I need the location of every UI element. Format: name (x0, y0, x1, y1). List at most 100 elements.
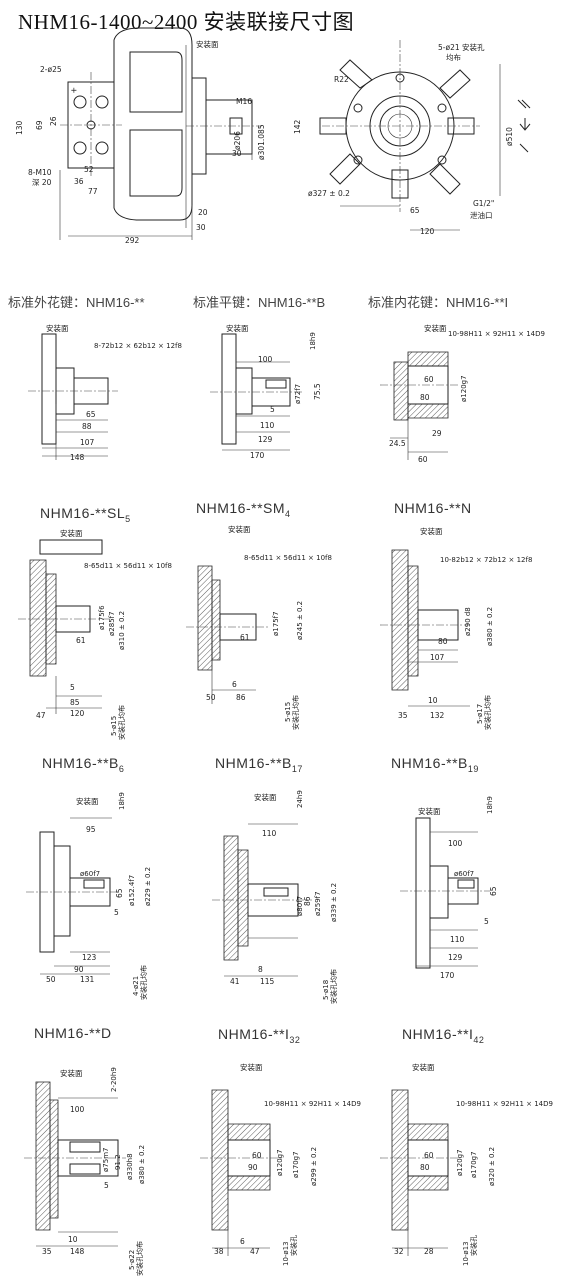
r3b-d339: ø339 ± 0.2 (330, 883, 338, 922)
r4a-d148: 148 (70, 1247, 85, 1256)
dim-69: 69 (35, 120, 44, 130)
r2a-d85: 85 (70, 698, 80, 707)
dim-120: 120 (420, 227, 435, 236)
view-label-b6: NHM16-**B6 (42, 755, 125, 774)
dim-30b: 30 (196, 223, 206, 232)
section-label-flat-key: 标准平键：NHM16-**B (193, 295, 326, 310)
view-flat-key (210, 333, 304, 451)
r2a-holes: 5-ø15 (110, 716, 118, 736)
r2a-d61: 61 (76, 636, 86, 645)
r2c-d380: ø380 ± 0.2 (486, 607, 494, 646)
r2a-d310: ø310 ± 0.2 (118, 611, 126, 650)
view-b17 (212, 823, 312, 977)
view-b6 (26, 817, 118, 975)
r1a-d88: 88 (82, 422, 92, 431)
label-drain: 泄油口 (470, 210, 493, 220)
view-label-i32: NHM16-**I32 (218, 1026, 301, 1045)
r1c-d29: 29 (432, 429, 442, 438)
r2b-holes2: 安装孔均布 (291, 695, 300, 730)
r4c-spec: 10-98H11 × 92H11 × 14D9 (456, 1100, 553, 1108)
label-holes: 5-ø21 安装孔 (438, 42, 485, 52)
view-d (24, 1081, 126, 1247)
r4a-d5: 5 (104, 1181, 109, 1190)
r2b-spec: 8-65d11 × 56d11 × 10f8 (244, 554, 332, 562)
r3b-holes2: 安装孔均布 (329, 969, 338, 1004)
r3b-d86: 86 (303, 896, 312, 906)
view-label-i42: NHM16-**I42 (402, 1026, 485, 1045)
r3a-d95: 95 (86, 825, 96, 834)
r4b-d120: ø120g7 (276, 1149, 284, 1176)
r4c-mount: 安装面 (412, 1062, 435, 1072)
view-b19 (400, 817, 490, 969)
r2b-d61: 61 (240, 633, 250, 642)
view-i32 (200, 1089, 282, 1256)
r4b-d299: ø299 ± 0.2 (310, 1147, 318, 1186)
r3a-d123: 123 (82, 953, 97, 962)
r2c-mount: 安装面 (420, 526, 443, 536)
r3c-d60: ø60f7 (454, 870, 474, 878)
r4b-mount: 安装面 (240, 1062, 263, 1072)
dim-206: ø206 (233, 131, 242, 150)
r2a-d47: 47 (36, 711, 46, 720)
r1b-d5: 5 (270, 405, 275, 414)
r2b-d175: ø175f7 (272, 611, 280, 636)
r1c-d60b: 60 (418, 455, 428, 464)
r2c-d80: 80 (438, 637, 448, 646)
r4a-mount: 安装面 (60, 1068, 83, 1078)
view-sm4 (186, 565, 268, 704)
r3a-holes: 4-ø21 (132, 976, 140, 996)
r4b-d38: 38 (214, 1247, 224, 1256)
r2c-d107: 107 (430, 653, 445, 662)
r2a-d120: 120 (70, 709, 85, 718)
r4c-d120: ø120g7 (456, 1149, 464, 1176)
dim-142: 142 (293, 119, 302, 134)
r2b-d50: 50 (206, 693, 216, 702)
dim-2phi25: 2-ø25 (40, 65, 62, 74)
r3a-d229: ø229 ± 0.2 (144, 867, 152, 906)
dim-130: 130 (15, 120, 24, 135)
r3a-mount: 安装面 (76, 796, 99, 806)
view-i42 (380, 1089, 460, 1256)
r2c-spec: 10-82b12 × 72b12 × 12f8 (440, 556, 532, 564)
r1a-d107: 107 (80, 438, 95, 447)
r1b-d110: 110 (260, 421, 275, 430)
r4a-holes: 5-ø22 (128, 1250, 136, 1270)
r4c-d28: 28 (424, 1247, 434, 1256)
r3c-mount: 安装面 (418, 806, 441, 816)
dim-deep20: 深 20 (32, 178, 52, 187)
r1a-spec: 8-72b12 × 62b12 × 12f8 (94, 342, 182, 350)
r2c-d132: 132 (430, 711, 445, 720)
r4a-d91: 91.2 (114, 1154, 122, 1170)
r3a-holes2: 安装孔均布 (139, 965, 148, 1000)
r3b-d259: ø259f7 (314, 891, 322, 916)
dim-292: 292 (125, 236, 140, 245)
r1a-d148: 148 (70, 453, 85, 462)
view-label-b19: NHM16-**B19 (391, 755, 479, 774)
dim-327: ø327 ± 0.2 (308, 189, 350, 198)
r2a-holes2: 安装孔均布 (117, 705, 126, 740)
r3a-d50: 50 (46, 975, 56, 984)
r3b-mount: 安装面 (254, 792, 277, 802)
view-sl5 (18, 539, 110, 714)
r3c-d170: 170 (440, 971, 455, 980)
r2b-holes: 5-ø15 (284, 702, 292, 722)
r2b-d86: 86 (236, 693, 246, 702)
dim-20: 20 (198, 208, 208, 217)
dim-26: 26 (49, 116, 58, 126)
r3a-d152: ø152.4f7 (128, 875, 136, 906)
r3b-key: 24h9 (296, 790, 304, 808)
r4b-d170: ø170g7 (292, 1151, 300, 1178)
r1c-d80: 80 (420, 393, 430, 402)
r3a-d5: 5 (114, 908, 119, 917)
dim-52: 52 (84, 165, 94, 174)
r3b-d115: 115 (260, 977, 275, 986)
r3a-d65: 65 (115, 888, 124, 898)
r4a-holes2: 安装孔均布 (135, 1241, 144, 1276)
r4a-d330: ø330h8 (126, 1153, 134, 1180)
r1b-d129: 129 (258, 435, 273, 444)
r4c-holes2: 安装孔 (469, 1235, 478, 1256)
r4b-holes2: 安装孔 (289, 1235, 298, 1256)
dim-301: ø301.085 (257, 124, 266, 160)
r4b-d90: 90 (248, 1163, 258, 1172)
r1b-mount: 安装面 (226, 323, 249, 333)
